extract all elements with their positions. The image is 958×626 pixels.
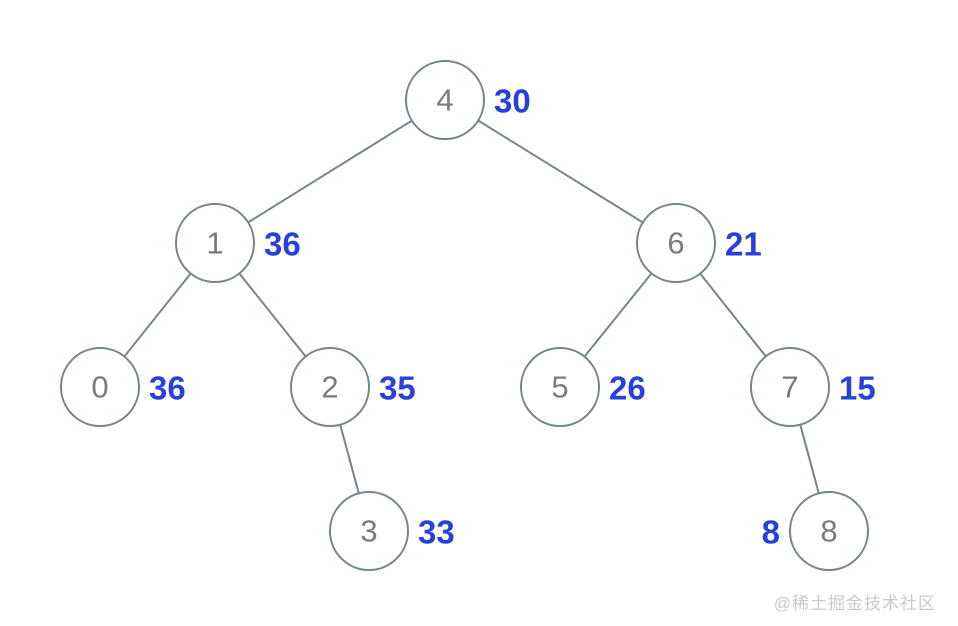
node-annotation-0: 36 [149,370,186,407]
node-value-8: 8 [820,514,837,549]
tree-node-5: 5 26 [520,347,646,427]
node-value-4: 4 [436,83,453,118]
node-circle-2 [290,347,370,427]
node-annotation-2: 35 [379,370,416,407]
node-circle-6 [636,203,716,283]
node-annotation-4: 30 [494,83,531,120]
tree-edge-1-2 [238,272,307,358]
node-annotation-8: 8 [762,514,780,551]
node-value-1: 1 [206,226,223,261]
node-value-2: 2 [321,370,338,405]
tree-edge-4-1 [247,119,413,224]
node-circle-7 [750,347,830,427]
node-annotation-5: 26 [609,370,646,407]
node-value-3: 3 [360,514,377,549]
node-annotation-1: 36 [264,226,301,263]
tree-edge-1-0 [123,272,192,358]
tree-node-7: 7 15 [750,347,876,427]
tree-edge-6-5 [583,272,653,358]
tree-node-1: 1 36 [175,203,301,283]
node-circle-0 [60,347,140,427]
node-value-0: 0 [91,370,108,405]
node-circle-1 [175,203,255,283]
tree-node-2: 2 35 [290,347,416,427]
node-value-5: 5 [551,370,568,405]
node-circle-3 [329,491,409,571]
node-annotation-7: 15 [839,370,876,407]
node-annotation-6: 21 [725,226,762,263]
tree-node-8: 88 [762,491,869,571]
tree-edge-2-3 [339,424,360,494]
tree-edge-4-6 [477,119,644,224]
tree-node-4: 4 30 [405,60,531,140]
watermark-text: @稀土掘金技术社区 [773,594,936,613]
node-annotation-3: 33 [418,514,455,551]
tree-node-6: 6 21 [636,203,762,283]
tree-edge-7-8 [799,424,820,494]
tree-edge-6-7 [699,272,767,358]
node-circle-8 [789,491,869,571]
node-circle-5 [520,347,600,427]
node-value-6: 6 [667,226,684,261]
node-value-7: 7 [781,370,798,405]
node-circle-4 [405,60,485,140]
tree-node-0: 0 36 [60,347,186,427]
